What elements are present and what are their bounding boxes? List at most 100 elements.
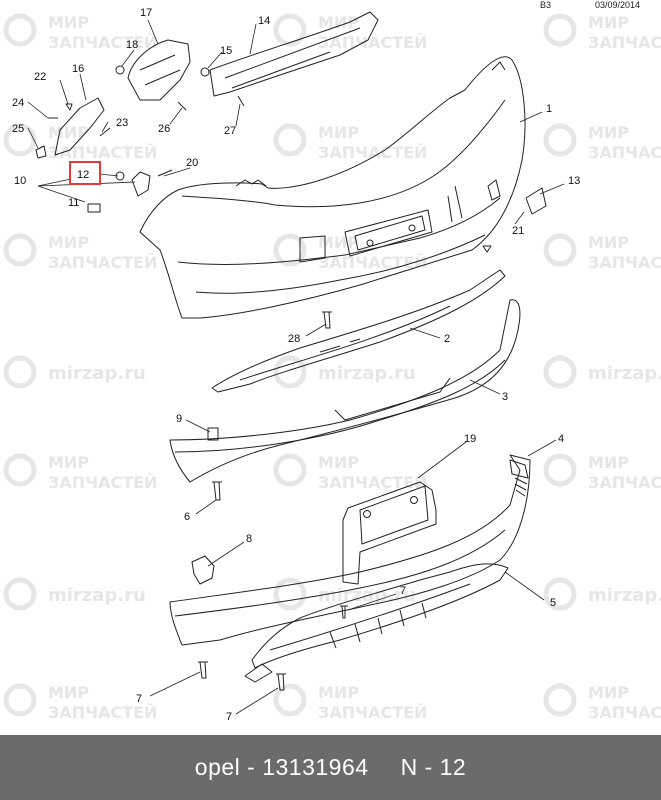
screw-7b — [276, 673, 286, 691]
watermark-url: mirzap.ru — [318, 363, 416, 384]
watermark-text-top: МИР — [48, 123, 89, 142]
watermark-text-top: МИР — [318, 13, 359, 32]
watermark-text-bottom: ЗАПЧАСТЕЙ — [318, 143, 427, 162]
callout-12: 12 — [77, 169, 89, 181]
watermark-layer: МИРЗАПЧАСТЕЙМИРЗАПЧАСТЕЙМИРЗАПЧАСТЕЙМИРЗ… — [3, 13, 661, 722]
watermark-pin-icon — [273, 577, 307, 611]
watermark-pin-icon — [3, 453, 37, 487]
watermark-pin-icon — [543, 123, 577, 157]
screw-6 — [212, 481, 222, 501]
clip-15 — [200, 67, 210, 77]
callout-15: 15 — [220, 45, 232, 57]
watermark-text-bottom: ЗАПЧАСТЕЙ — [48, 473, 157, 492]
upper-brackets — [35, 11, 379, 197]
watermark-text-top: МИР — [48, 453, 89, 472]
watermark-pin-icon — [3, 13, 37, 47]
part-1-bumper-cover — [139, 56, 526, 319]
callout-2: 2 — [444, 333, 450, 345]
watermark-pin-icon — [273, 355, 307, 389]
watermark-text-top: МИР — [588, 233, 629, 252]
part-2-diffuser-strip — [211, 269, 506, 393]
callout-21: 21 — [512, 225, 524, 237]
cap-13 — [525, 187, 547, 215]
callout-19: 19 — [464, 433, 476, 445]
watermark-text-top: МИР — [588, 13, 629, 32]
watermark-pin-icon — [543, 453, 577, 487]
bracket-8 — [191, 555, 215, 585]
callout-11: 11 — [68, 197, 79, 209]
watermark-text-top: МИР — [588, 123, 629, 142]
clip-25 — [35, 145, 47, 159]
watermark-text-bottom: ЗАПЧАСТЕЙ — [588, 253, 661, 272]
leader-lines — [27, 19, 565, 715]
watermark-url: mirzap.ru — [588, 363, 661, 384]
part-reference-bar: opel - 13131964 N - 12 — [0, 735, 661, 800]
screw-20 — [157, 169, 173, 177]
watermark-text-bottom: ЗАПЧАСТЕЙ — [48, 703, 157, 722]
watermark-pin-icon — [273, 683, 307, 717]
callout-4: 4 — [558, 433, 564, 445]
watermark-pin-icon — [543, 683, 577, 717]
watermark-text-bottom: ЗАПЧАСТЕЙ — [318, 703, 427, 722]
watermark-text-bottom: ЗАПЧАСТЕЙ — [48, 33, 157, 52]
item-number-reference: N - 12 — [400, 754, 467, 780]
watermark-pin-icon — [3, 683, 37, 717]
callout-labels: 1 2 3 4 5 6 7 7 7 8 9 10 11 12 13 14 15 … — [12, 7, 580, 723]
watermark-text-top: МИР — [318, 123, 359, 142]
screw-27 — [237, 95, 245, 107]
nut-11 — [87, 203, 101, 213]
watermark-pin-icon — [543, 13, 577, 47]
callout-26: 26 — [158, 123, 170, 135]
watermark-text-top: МИР — [588, 453, 629, 472]
watermark-logo: mirzap.ru — [543, 577, 661, 611]
bracket-16 — [54, 97, 105, 156]
watermark-url: mirzap.ru — [48, 585, 146, 606]
watermark-pin-icon — [3, 577, 37, 611]
watermark-logo: mirzap.ru — [3, 355, 146, 389]
callout-22: 22 — [34, 71, 46, 83]
screw-21 — [482, 245, 492, 253]
watermark-url: mirzap.ru — [48, 363, 146, 384]
callout-24: 24 — [12, 97, 24, 109]
screw-7a — [198, 661, 208, 679]
screw-28 — [322, 311, 332, 329]
watermark-text-top: МИР — [588, 683, 629, 702]
watermark-logo: mirzap.ru — [273, 355, 416, 389]
bracket-17 — [127, 39, 191, 101]
watermark-pin-icon — [273, 233, 307, 267]
callout-5: 5 — [550, 597, 556, 609]
watermark-pin-icon — [273, 453, 307, 487]
callout-9: 9 — [176, 413, 182, 425]
watermark-logo: mirzap.ru — [3, 577, 146, 611]
callout-28: 28 — [288, 333, 300, 345]
watermark-pin-icon — [3, 233, 37, 267]
watermark-pin-icon — [273, 123, 307, 157]
exploded-parts-diagram: МИРЗАПЧАСТЕЙМИРЗАПЧАСТЕЙМИРЗАПЧАСТЕЙМИРЗ… — [3, 0, 661, 723]
watermark-pin-icon — [3, 355, 37, 389]
screw-26 — [177, 101, 187, 111]
watermark-pin-icon — [273, 13, 307, 47]
screw-23 — [99, 127, 111, 137]
callout-1: 1 — [546, 103, 552, 115]
callout-20: 20 — [186, 157, 198, 169]
callout-25: 25 — [12, 123, 24, 135]
part-4-lower-bumper — [169, 454, 531, 646]
diagram-date: 03/09/2014 — [595, 0, 640, 10]
watermark-text-bottom: ЗАПЧАСТЕЙ — [588, 703, 661, 722]
watermark-text-top: МИР — [318, 233, 359, 252]
watermark-text-bottom: ЗАПЧАСТЕЙ — [318, 33, 427, 52]
callout-7-center: 7 — [400, 585, 406, 597]
part-5-rear-diffuser — [244, 563, 509, 683]
callout-14: 14 — [258, 15, 270, 27]
